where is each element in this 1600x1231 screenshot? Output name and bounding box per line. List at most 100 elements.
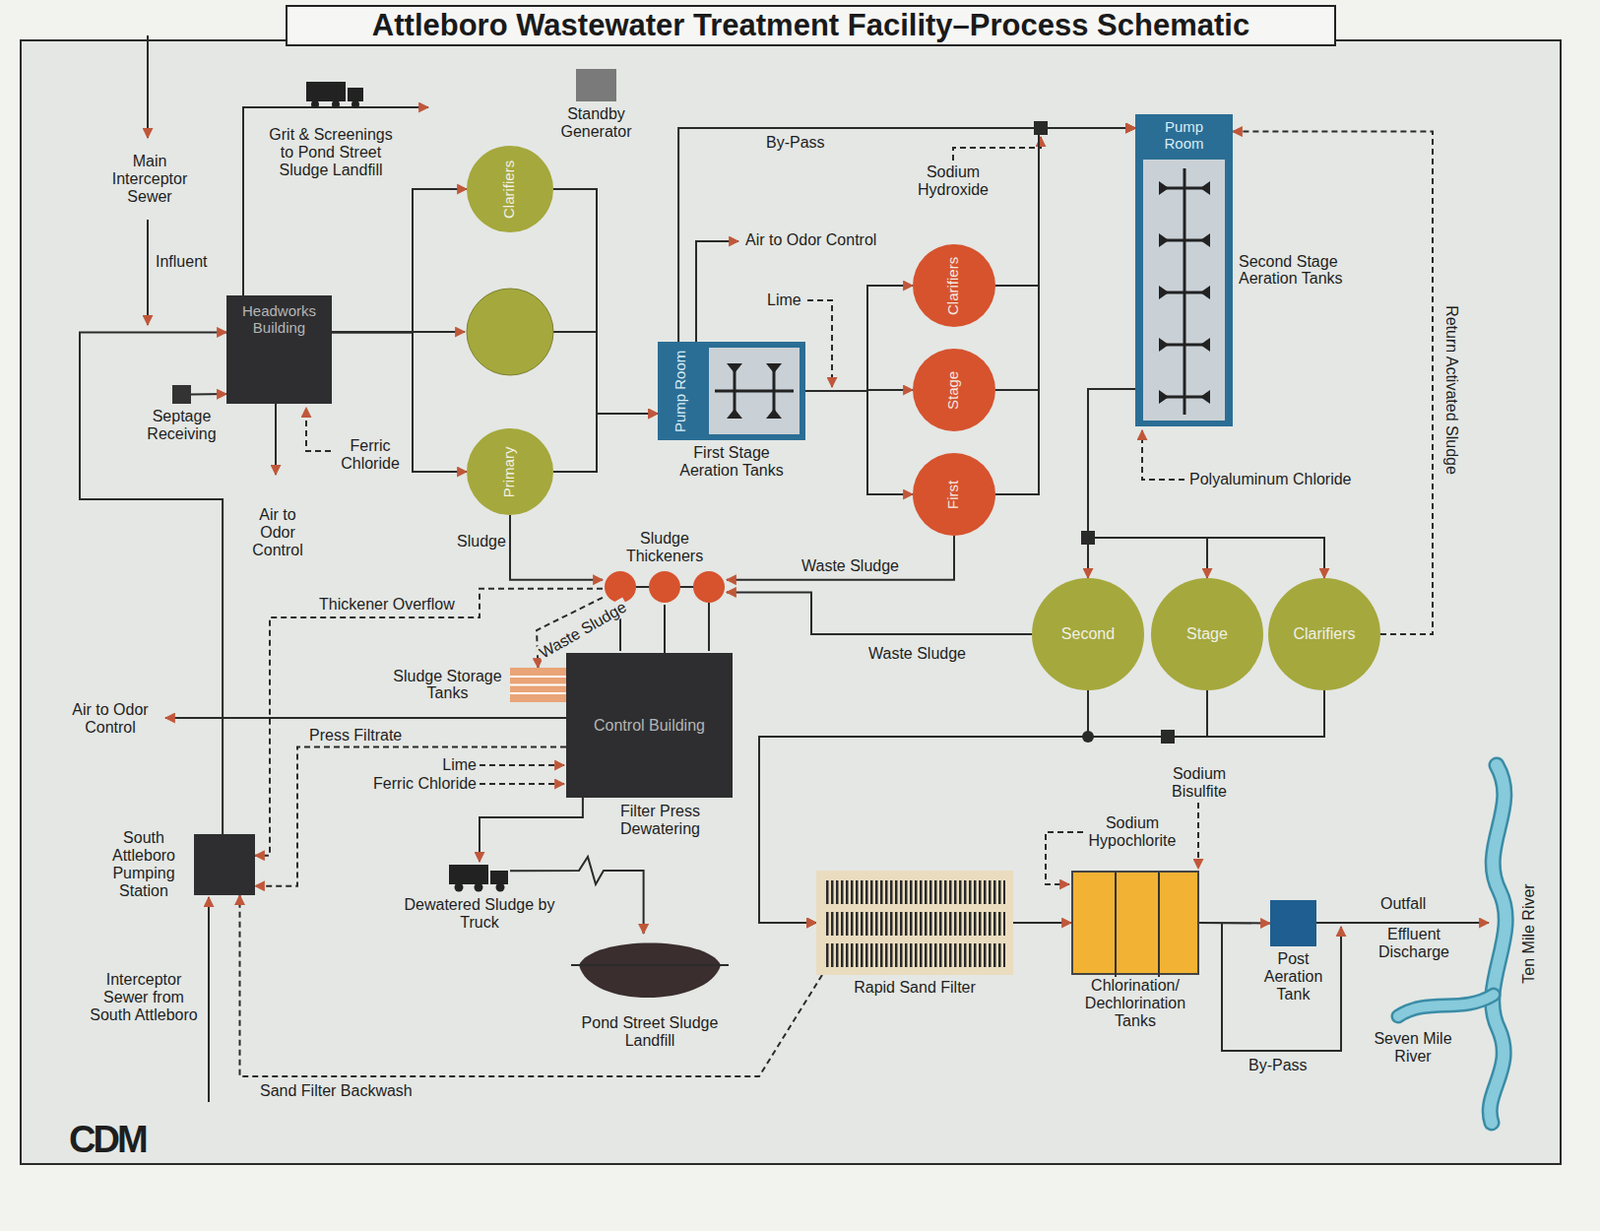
flow-connector [759, 690, 1325, 923]
clarifier-circle: Clarifiers [466, 145, 554, 233]
clarifier-circle: Stage [912, 348, 996, 432]
receiving-box: Septage Receiving [172, 384, 192, 404]
drawing-path [243, 107, 429, 296]
drawing-path [707, 602, 710, 651]
node-label: First Stage Aeration Tanks [677, 444, 786, 480]
flow-connector [678, 128, 1136, 342]
flow-connector [726, 591, 1032, 635]
flow-connector [331, 189, 467, 332]
drawing-line [1114, 872, 1117, 977]
flow-connector [805, 285, 913, 391]
aeration-tank: Second Stage Aeration TanksPump Room [1135, 114, 1233, 427]
building-box: Control Building [566, 652, 733, 798]
node-label: Rapid Sand Filter [835, 978, 994, 997]
drawing-polygon [1158, 389, 1169, 404]
node-label: Stage [946, 370, 963, 409]
annotation-label: Seven Mile River [1366, 1029, 1460, 1066]
connector-label: Sand Filter Backwash [257, 1082, 415, 1100]
node-label: Pump Room [1154, 119, 1215, 153]
flow-connector [995, 128, 1136, 390]
drawing-path [1398, 994, 1494, 1017]
connector-label: Thickener Overflow [317, 595, 457, 614]
drawing-path [1489, 765, 1506, 1123]
drawing-polygon [766, 363, 782, 374]
annotation-label: Effluent Discharge [1372, 925, 1456, 961]
annotation-label: Sodium Hypochlorite [1083, 814, 1182, 850]
drawing-polygon [1158, 285, 1169, 300]
drawing-rect [824, 943, 1006, 967]
drawing-path [306, 407, 331, 451]
node-label: Standby Generator [547, 105, 646, 141]
node-label: Control Building [576, 716, 724, 735]
node-drawing [1073, 872, 1202, 977]
drawing-rect [1143, 159, 1225, 421]
drawing-polygon [1200, 337, 1211, 352]
sand-filter: Rapid Sand Filter [816, 870, 1014, 975]
flow-connector [479, 797, 583, 862]
flow-connector [1199, 921, 1271, 925]
connector-label: Sludge [454, 532, 509, 551]
annotation-label: Filter Press Dewatering [620, 802, 729, 838]
dashed-connector [255, 588, 603, 856]
drawing-path [807, 300, 832, 387]
pumping-station: South Attleboro Pumping Station [193, 833, 256, 896]
drawing-polygon [1200, 285, 1211, 300]
drawing-line [1164, 187, 1205, 191]
drawing-path [578, 943, 721, 999]
drawing-line [1164, 343, 1205, 347]
drawing-path [479, 764, 565, 767]
clarifier-circle: Primary [466, 428, 554, 515]
clarifier-circle: Clarifiers [1268, 577, 1381, 691]
drawing-path [274, 403, 277, 475]
drawing-path [146, 35, 149, 138]
dashed-connector [1232, 131, 1433, 635]
annotation-label: Air to Odor Control [745, 231, 877, 250]
drawing-rect [824, 880, 1006, 904]
drawing-path [1316, 921, 1489, 924]
drawing-polygon [766, 408, 782, 419]
drawing-line [510, 684, 567, 687]
drawing-path [953, 136, 1041, 161]
truck-icon [306, 81, 364, 109]
drawing-rect [306, 81, 346, 102]
drawing-path [553, 330, 597, 333]
flow-connector [1013, 921, 1072, 924]
connector-label: By-Pass [764, 133, 828, 152]
drawing-polygon [726, 408, 743, 419]
annotation-label: Air to Odor Control [240, 506, 316, 560]
drawing-polygon [1200, 233, 1211, 248]
node-label: Clarifiers [502, 159, 519, 218]
node-label: Pump Room [672, 349, 690, 432]
flow-connector [510, 514, 603, 580]
drawing-rect [824, 911, 1006, 936]
drawing-line [714, 389, 794, 393]
flow-connector [553, 413, 658, 472]
drawing-line [510, 675, 567, 678]
node-label: Clarifiers [946, 256, 963, 315]
annotation-label: Sodium Hydroxide [907, 163, 999, 199]
primary-clarifier [466, 288, 554, 376]
node-label: Post Aeration Tank [1256, 950, 1331, 1004]
node-label: Dewatered Sludge by Truck [400, 896, 559, 932]
drawing-circle [693, 571, 725, 603]
drawing-polygon [1200, 389, 1211, 404]
pump-room: Pump Room [657, 341, 704, 441]
annotation-label: Ten Mile River [1520, 883, 1538, 983]
clarifier-circle: Stage [1151, 577, 1264, 691]
drawing-rect [490, 870, 509, 885]
flow-lines [147, 35, 1489, 1102]
diagram-title: Attleboro Wastewater Treatment Facility–… [285, 4, 1337, 47]
node-drawing [571, 933, 729, 1011]
drawing-rect [708, 347, 800, 435]
node-label: Second [1061, 625, 1115, 643]
annotation-label: Air to Odor Control [61, 701, 160, 737]
generator-box: Standby Generator [576, 68, 617, 102]
pump-room: Pump Room [1135, 114, 1233, 158]
truck-icon: Dewatered Sludge by Truck [448, 861, 511, 893]
drawing-path [1398, 994, 1494, 1017]
annotation-label: Main Interceptor Sewer [100, 152, 199, 206]
annotation-label: Outfall [1380, 895, 1426, 913]
drawing-line [1164, 395, 1205, 399]
drawing-path [165, 716, 567, 719]
chemical-feed-lines [306, 136, 1199, 885]
